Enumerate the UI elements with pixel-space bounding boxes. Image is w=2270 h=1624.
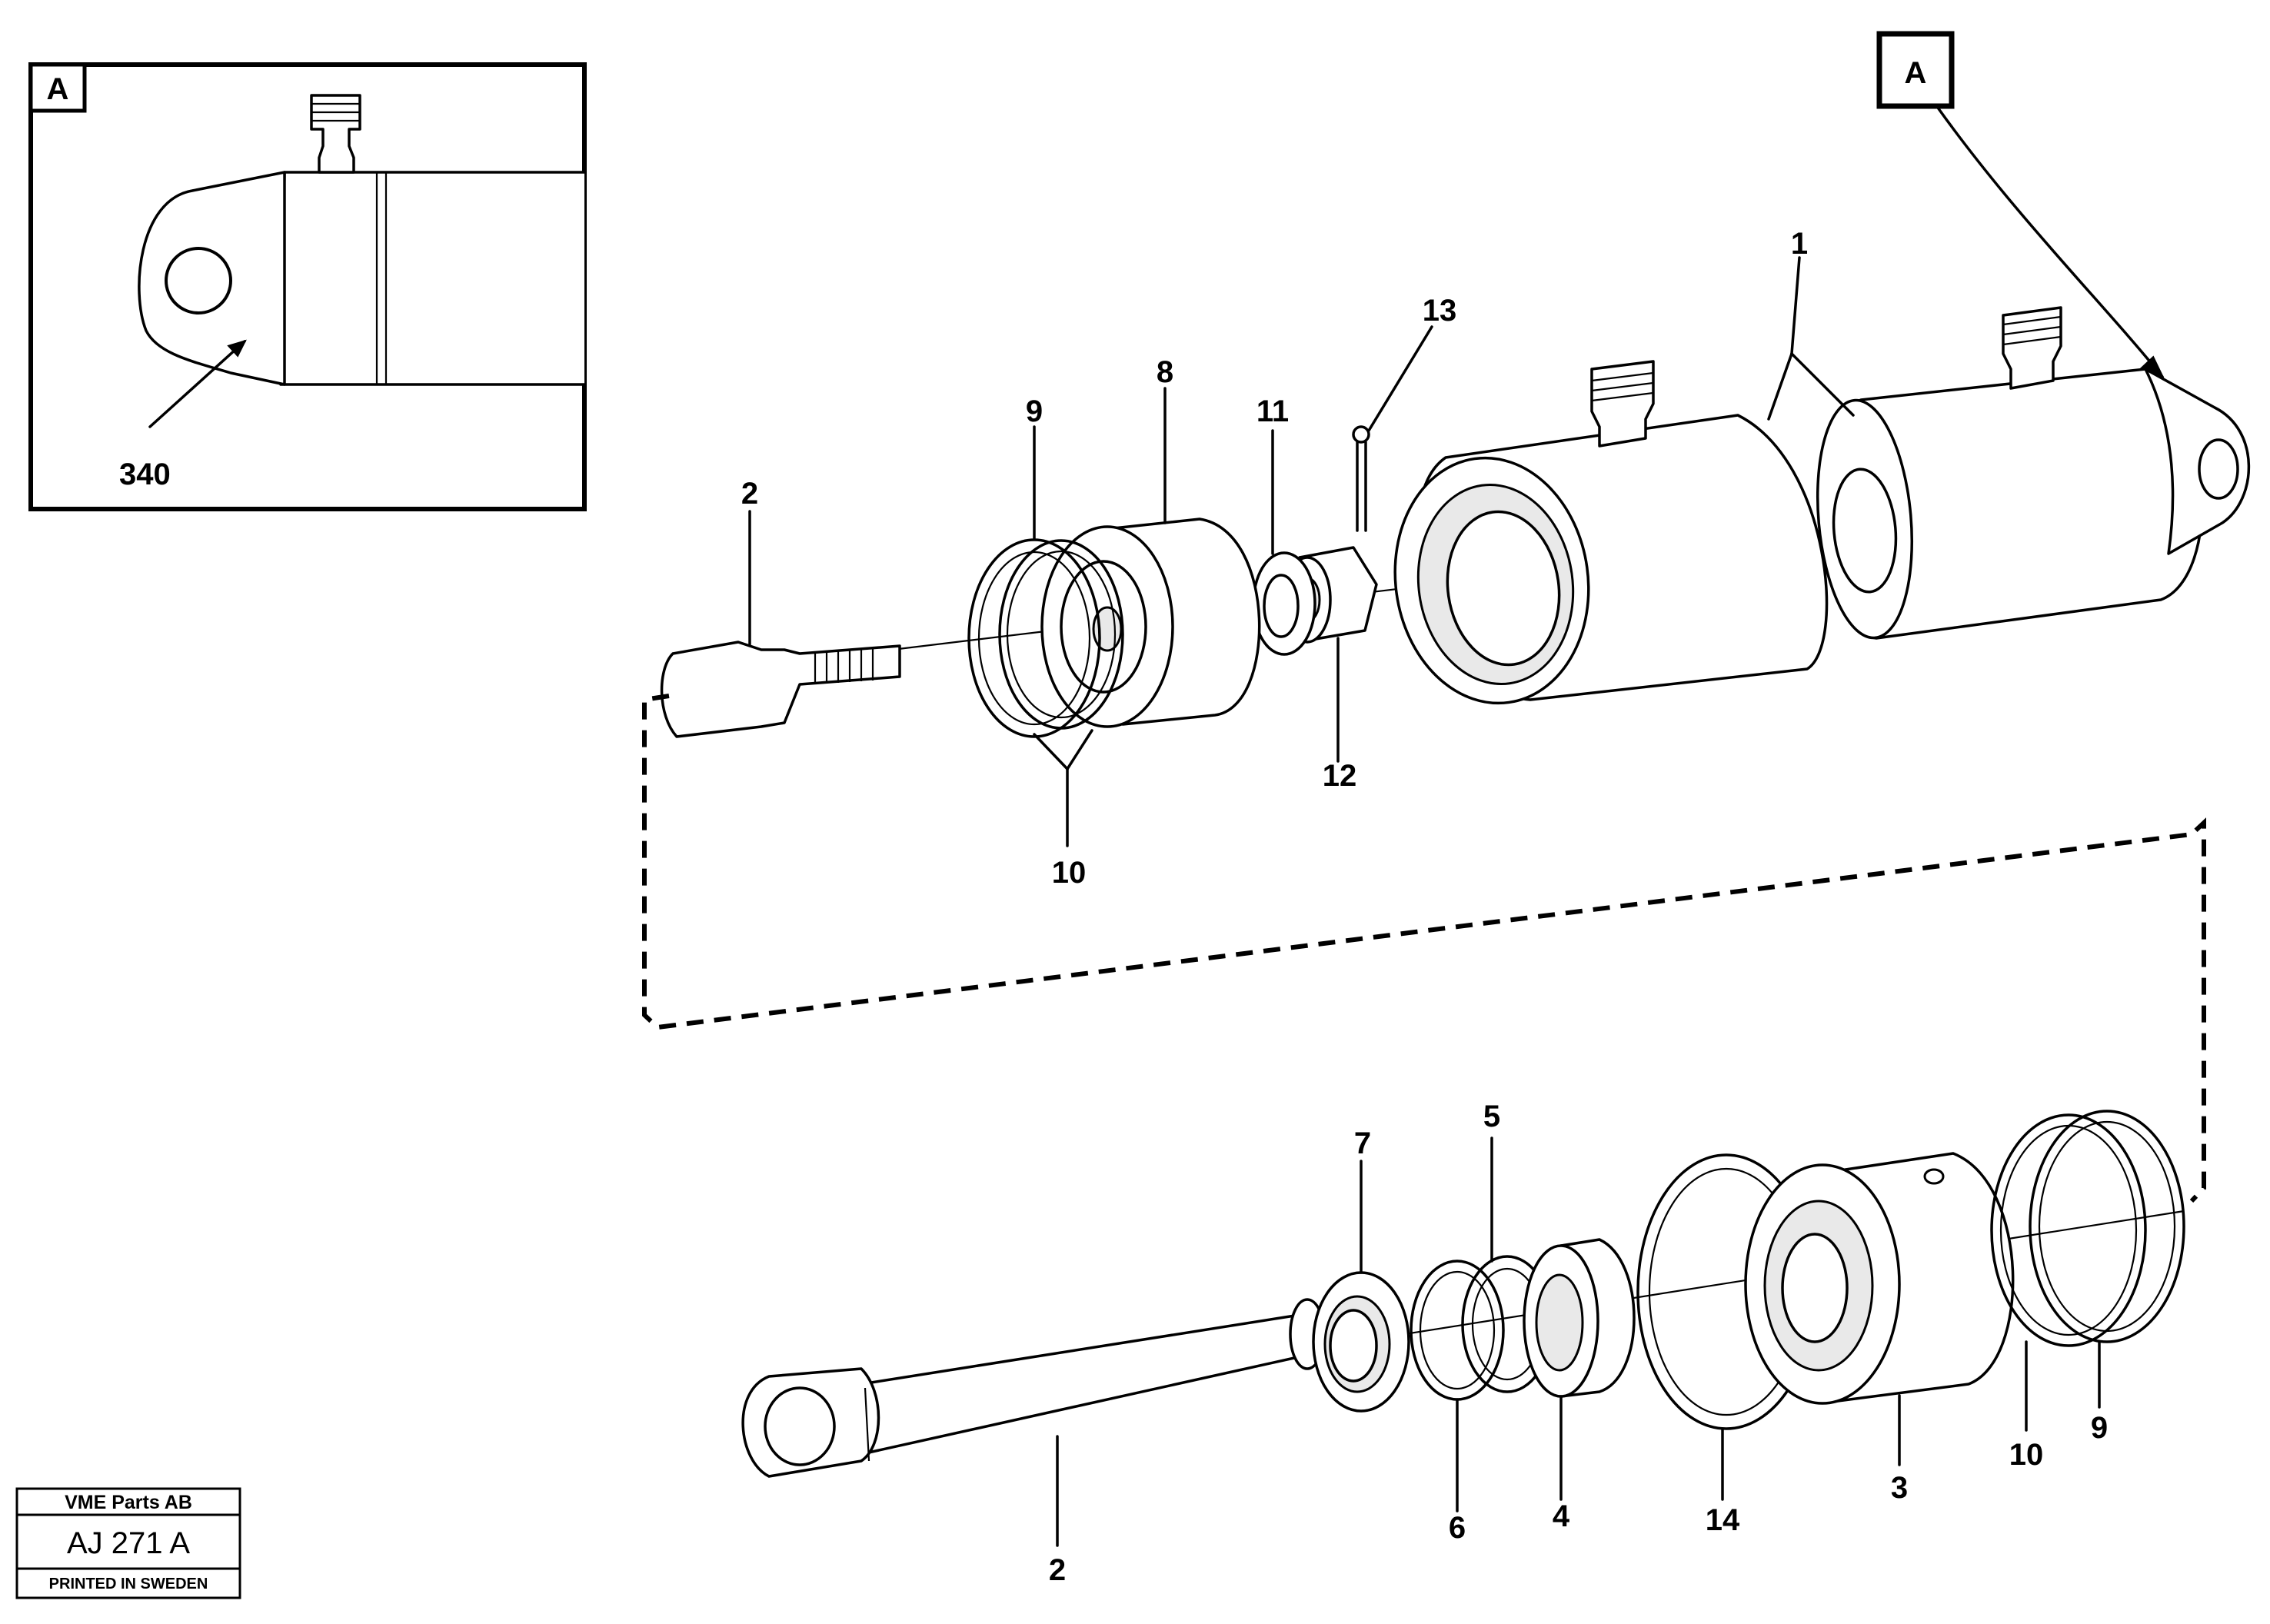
callout-5: 5 bbox=[1483, 1100, 1500, 1133]
view-marker-a: A bbox=[1876, 31, 2165, 379]
guide-bushing bbox=[1523, 1238, 1636, 1398]
stamp-company: VME Parts AB bbox=[65, 1492, 192, 1513]
inset-tag-label: A bbox=[47, 72, 69, 106]
callout-14: 14 bbox=[1706, 1503, 1740, 1537]
callout-13: 13 bbox=[1423, 294, 1457, 328]
callout-9-upper: 9 bbox=[1026, 394, 1043, 428]
cylinder-tube-front bbox=[1393, 360, 1829, 705]
wiper-seal bbox=[1312, 1271, 1410, 1413]
washer bbox=[1252, 551, 1316, 656]
callout-1: 1 bbox=[1791, 227, 1808, 261]
inset-callout-340: 340 bbox=[119, 458, 171, 491]
callout-11: 11 bbox=[1256, 394, 1289, 428]
callout-10-upper: 10 bbox=[1052, 856, 1087, 890]
piston-rod-end-upper bbox=[660, 641, 901, 738]
callout-labels: 1 2 9 8 11 13 12 10 7 5 6 4 14 3 10 9 2 bbox=[741, 227, 2108, 1587]
inset-tag-box bbox=[28, 62, 87, 113]
piston-rings-upper bbox=[967, 538, 1124, 738]
callout-2-lower: 2 bbox=[1049, 1553, 1066, 1587]
lower-assembly bbox=[741, 1110, 2185, 1478]
callout-9-lower: 9 bbox=[2091, 1411, 2108, 1445]
inset-detail-a: A 340 bbox=[28, 62, 587, 511]
parts-stamp: VME Parts AB AJ 271 A PRINTED IN SWEDEN bbox=[15, 1487, 241, 1599]
cylinder-tube-rear bbox=[1816, 306, 2251, 640]
callout-6: 6 bbox=[1449, 1511, 1466, 1545]
callout-3: 3 bbox=[1891, 1471, 1908, 1505]
callout-7: 7 bbox=[1354, 1126, 1371, 1160]
piston bbox=[1040, 517, 1261, 728]
upper-assembly bbox=[660, 306, 2251, 738]
piston-rings-lower bbox=[1990, 1110, 2185, 1347]
stamp-printed: PRINTED IN SWEDEN bbox=[49, 1576, 208, 1592]
inset-port-fitting bbox=[310, 94, 361, 174]
leader-lines bbox=[748, 256, 2101, 1547]
cotter-pin bbox=[1352, 425, 1370, 532]
stamp-code: AJ 271 A bbox=[67, 1526, 190, 1560]
callout-10-lower: 10 bbox=[2009, 1438, 2044, 1472]
dashed-connector bbox=[642, 694, 2206, 1203]
cylinder-head bbox=[1744, 1152, 2015, 1405]
inset-eye-hole bbox=[165, 247, 232, 314]
callout-2-upper: 2 bbox=[741, 477, 758, 511]
callout-12: 12 bbox=[1323, 759, 1357, 793]
piston-rod-lower bbox=[741, 1298, 1326, 1478]
inset-cylinder-body bbox=[279, 171, 584, 386]
callout-4: 4 bbox=[1553, 1499, 1570, 1533]
callout-8: 8 bbox=[1157, 355, 1173, 389]
view-marker-label: A bbox=[1905, 56, 1927, 90]
